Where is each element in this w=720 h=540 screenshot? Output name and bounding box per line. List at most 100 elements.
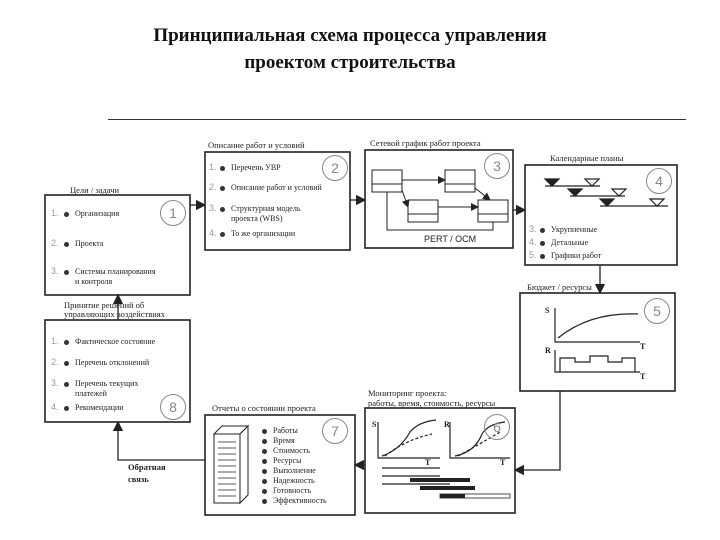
decisions-item-cont: платежей bbox=[75, 389, 107, 398]
works-item-num: 2. bbox=[209, 182, 217, 192]
calendar-item: Детальные bbox=[540, 238, 588, 247]
budget-axis-r: R bbox=[545, 346, 551, 355]
decisions-item: Перечень отклонений bbox=[64, 358, 149, 367]
budget-axis-t: T bbox=[640, 342, 646, 351]
bullet-icon bbox=[262, 498, 267, 504]
bullet-icon bbox=[262, 468, 267, 474]
bullet-icon bbox=[220, 165, 225, 171]
goals-item: Организация bbox=[64, 209, 119, 218]
document-stack-icon bbox=[212, 424, 250, 505]
monitoring-axis-s: S bbox=[372, 420, 377, 429]
reports-item: Время bbox=[262, 436, 295, 445]
decisions-header: Принятие решений об bbox=[64, 300, 145, 310]
network-graph bbox=[371, 169, 509, 231]
works-item: Перечень УВР bbox=[220, 163, 281, 172]
budget-axis-s: S bbox=[545, 306, 550, 315]
bullet-icon bbox=[262, 438, 267, 444]
bullet-icon bbox=[220, 206, 225, 212]
works-item-num: 4. bbox=[209, 228, 217, 238]
decisions-item-num: 3. bbox=[51, 378, 59, 388]
goals-item: Системы планирования bbox=[64, 267, 156, 276]
title-underline bbox=[108, 119, 686, 120]
title-line-2: проектом строительства bbox=[244, 52, 456, 73]
reports-item: Ресурсы bbox=[262, 456, 301, 465]
works-item-num: 1. bbox=[209, 162, 217, 172]
reports-header: Отчеты о состоянии проекта bbox=[212, 403, 316, 413]
budget-charts bbox=[554, 308, 640, 373]
bullet-icon bbox=[64, 339, 69, 345]
bullet-icon bbox=[64, 360, 69, 366]
calendar-item: Укрупненные bbox=[540, 225, 597, 234]
works-item: Описание работ и условий bbox=[220, 183, 322, 192]
goals-item: Проекта bbox=[64, 239, 103, 248]
monitoring-axis-r: R bbox=[444, 420, 450, 429]
bullet-icon bbox=[540, 253, 545, 259]
monitoring-subheader: работы, время, стоимость, ресурсы bbox=[368, 398, 496, 408]
network-header: Сетевой график работ проекта bbox=[370, 138, 481, 148]
step-number-5: 5 bbox=[644, 298, 670, 324]
arrow-budget-monitoring bbox=[513, 391, 561, 476]
calendar-item-num: 3. bbox=[529, 224, 537, 234]
reports-item: Выполнение bbox=[262, 466, 316, 475]
works-item-num: 3. bbox=[209, 203, 217, 213]
works-header: Описание работ и условий bbox=[208, 140, 305, 150]
bullet-icon bbox=[262, 428, 267, 434]
slide-title: Принципиальная схема процесса управления… bbox=[60, 22, 640, 76]
goals-header: Цели / задачи bbox=[70, 185, 120, 195]
monitoring-header: Мониторинг проекта: bbox=[368, 388, 447, 398]
works-item: То же организации bbox=[220, 229, 295, 238]
decisions-subheader: управляющих воздействиях bbox=[64, 309, 165, 319]
calendar-header: Календарные планы bbox=[550, 153, 624, 163]
calendar-item: Графики работ bbox=[540, 251, 601, 260]
calendar-bars bbox=[543, 178, 668, 207]
decisions-item: Рекомендации bbox=[64, 403, 124, 412]
bullet-icon bbox=[64, 405, 69, 411]
step-number-1: 1 bbox=[160, 200, 186, 226]
feedback-label-2: связь bbox=[128, 474, 149, 484]
goals-item-num: 2. bbox=[51, 238, 59, 248]
reports-item: Эффективность bbox=[262, 496, 327, 505]
budget-axis-t: T bbox=[640, 372, 646, 381]
step-number-8: 8 bbox=[160, 394, 186, 420]
bullet-icon bbox=[262, 448, 267, 454]
step-number-4: 4 bbox=[646, 168, 672, 194]
bullet-icon bbox=[64, 211, 69, 217]
step-number-6: 6 bbox=[484, 414, 510, 440]
reports-item: Готовность bbox=[262, 486, 311, 495]
budget-header: Бюджет / ресурсы bbox=[527, 282, 592, 292]
network-caption: PERT / OCM bbox=[424, 234, 477, 244]
goals-item-cont: и контроля bbox=[75, 277, 113, 286]
bullet-icon bbox=[262, 478, 267, 484]
bullet-icon bbox=[262, 458, 267, 464]
step-number-2: 2 bbox=[322, 155, 348, 181]
calendar-item-num: 4. bbox=[529, 237, 537, 247]
decisions-item-num: 4. bbox=[51, 402, 59, 412]
calendar-item-num: 5. bbox=[529, 250, 537, 260]
decisions-item-num: 2. bbox=[51, 357, 59, 367]
monitoring-progress-bars bbox=[410, 478, 511, 499]
goals-item-num: 1. bbox=[51, 208, 59, 218]
monitoring-axis-t: T bbox=[500, 458, 506, 467]
bullet-icon bbox=[64, 241, 69, 247]
bullet-icon bbox=[220, 231, 225, 237]
bullet-icon bbox=[262, 488, 267, 494]
decisions-item: Перечень текущих bbox=[64, 379, 138, 388]
bullet-icon bbox=[540, 227, 545, 233]
decisions-item: Фактическое состояние bbox=[64, 337, 155, 346]
feedback-label: Обратная bbox=[128, 462, 166, 472]
box-monitoring bbox=[364, 407, 516, 514]
bullet-icon bbox=[64, 381, 69, 387]
bullet-icon bbox=[64, 269, 69, 275]
monitoring-axis-t: T bbox=[425, 458, 431, 467]
bullet-icon bbox=[540, 240, 545, 246]
monitoring-charts bbox=[377, 419, 510, 485]
title-line-1: Принципиальная схема процесса управления bbox=[153, 25, 547, 46]
step-number-3: 3 bbox=[484, 153, 510, 179]
goals-item-num: 3. bbox=[51, 266, 59, 276]
reports-item: Стоимость bbox=[262, 446, 310, 455]
works-item-cont: проекта (WBS) bbox=[231, 214, 283, 223]
step-number-7: 7 bbox=[322, 418, 348, 444]
decisions-item-num: 1. bbox=[51, 336, 59, 346]
bullet-icon bbox=[220, 185, 225, 191]
